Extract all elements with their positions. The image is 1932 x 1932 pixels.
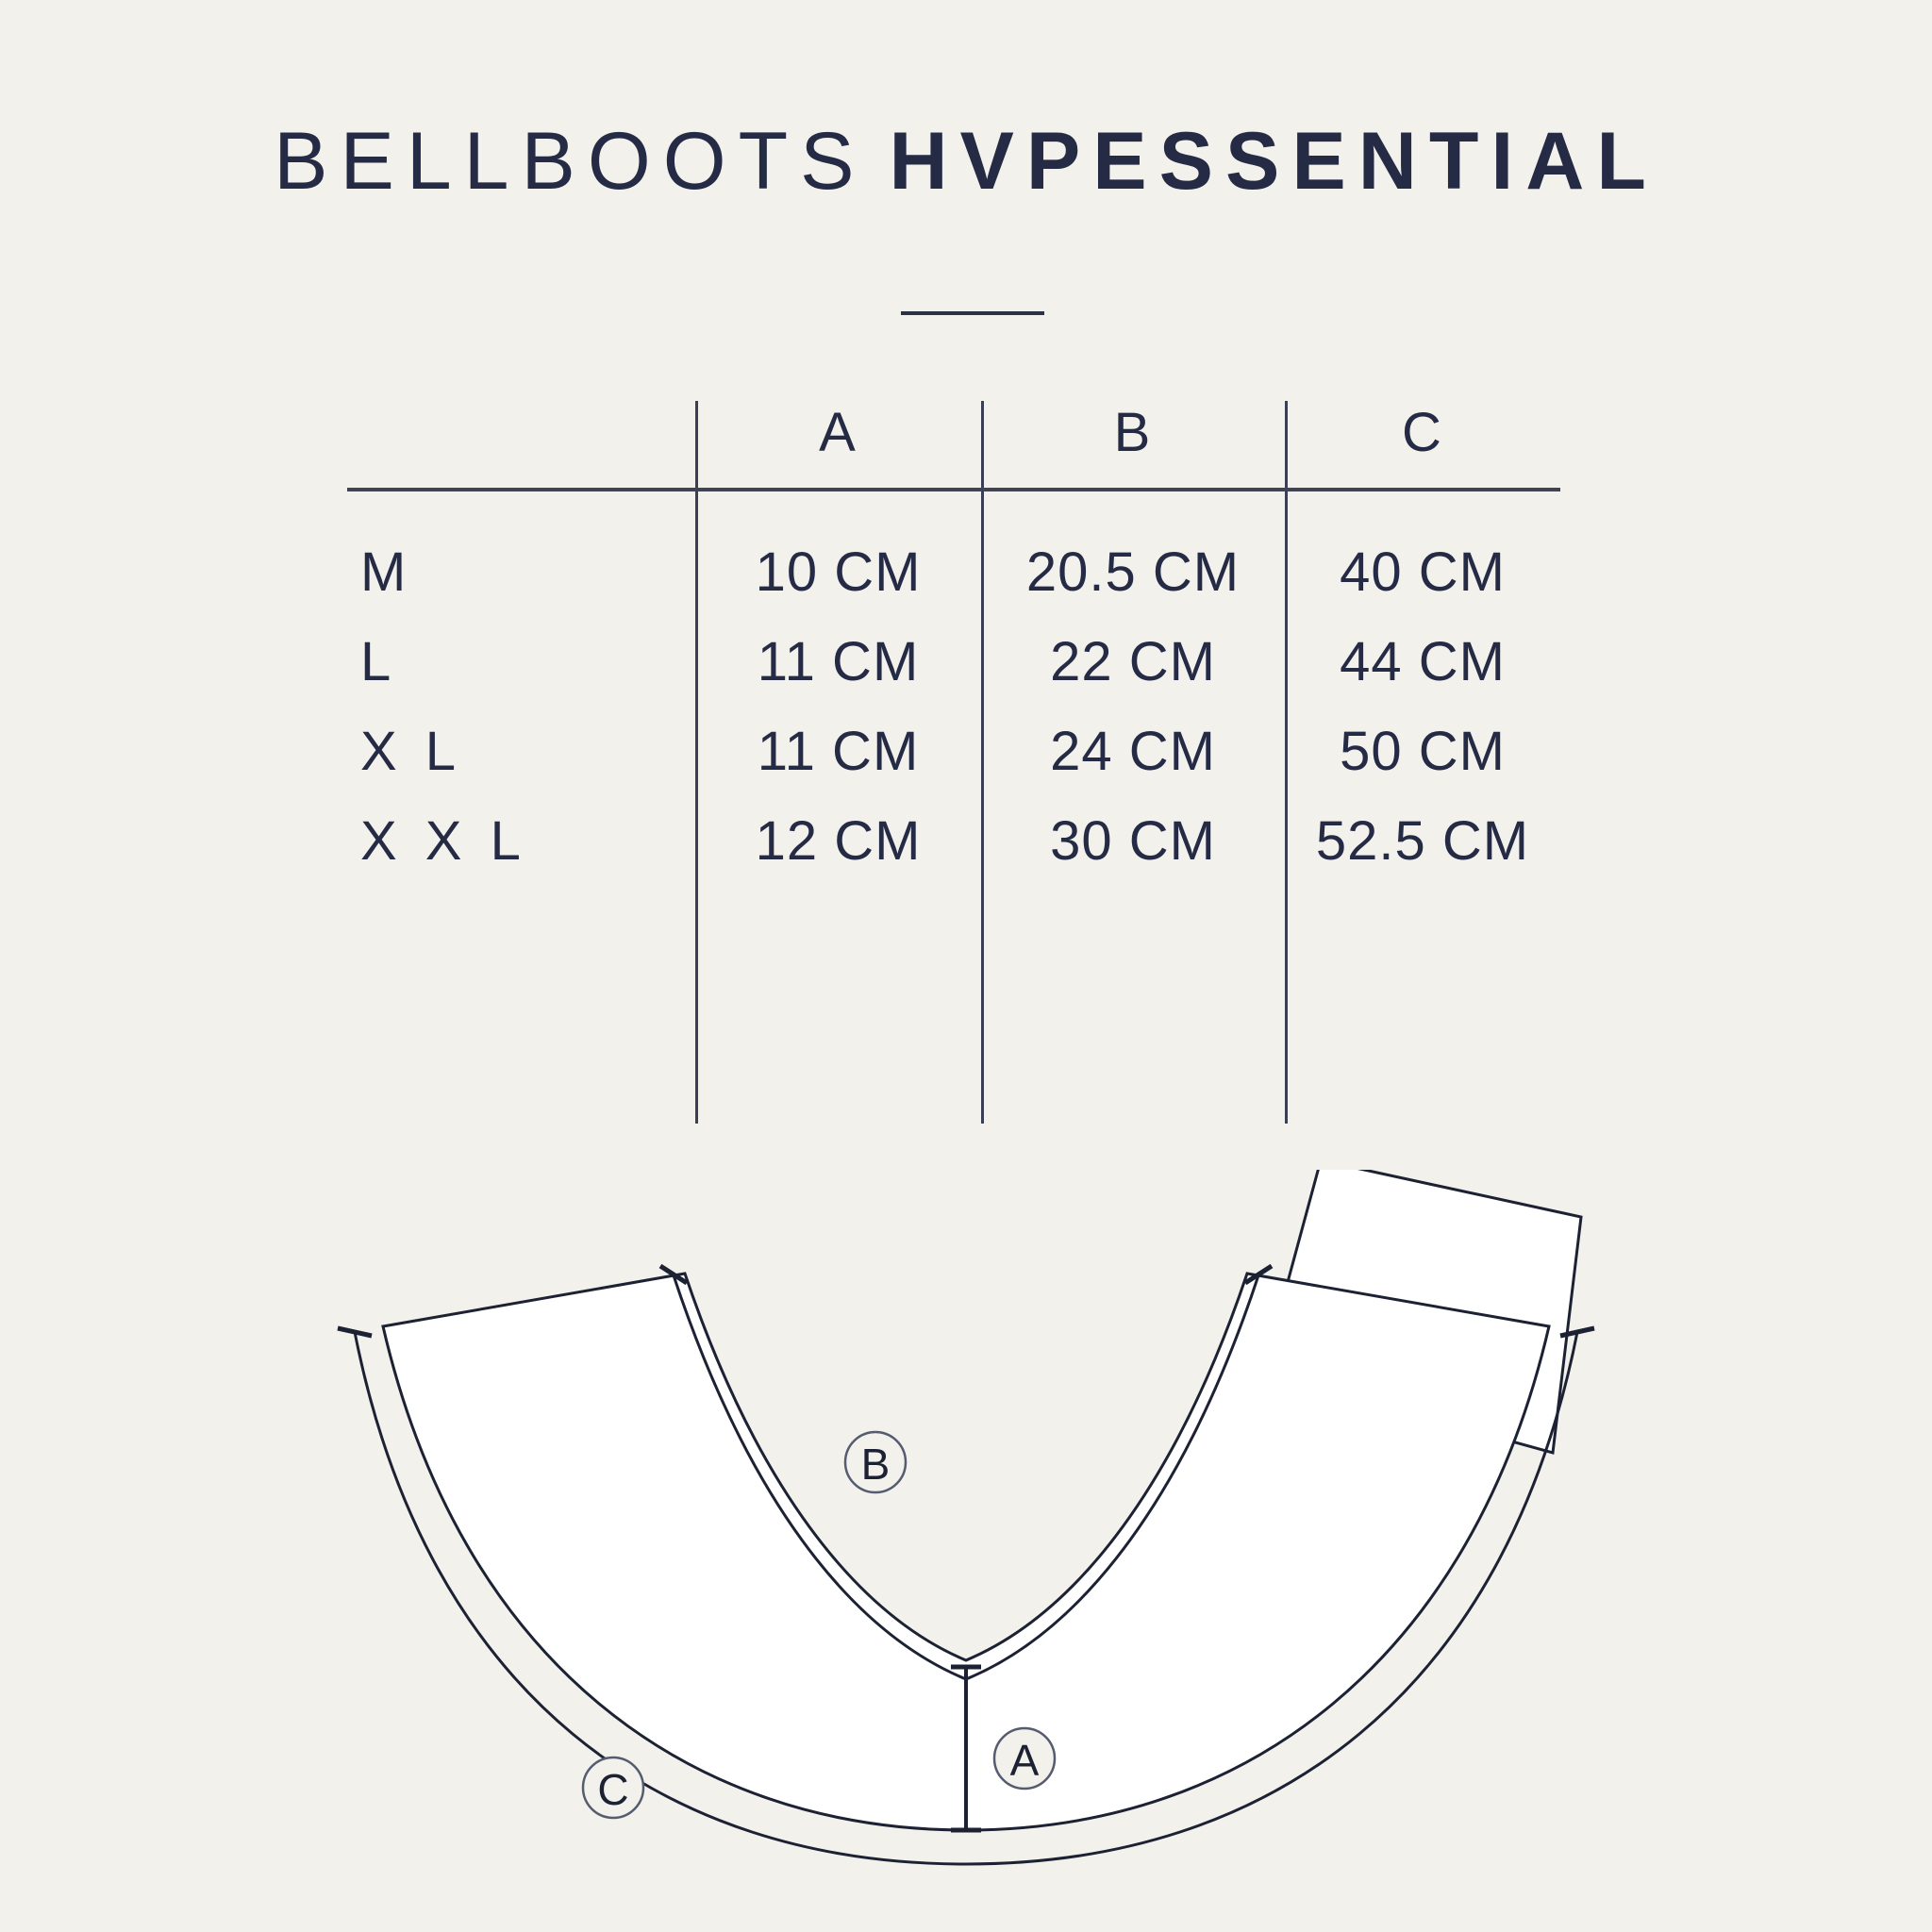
title-divider	[901, 311, 1044, 315]
title-model-word: HVPESSENTIAL	[889, 116, 1658, 207]
table-row-size: X L	[360, 721, 463, 782]
title-brand-word: BELLBOOTS	[274, 116, 867, 207]
label-badge-c: C	[581, 1756, 645, 1820]
badge-label-a: A	[1010, 1736, 1040, 1785]
table-column-divider	[695, 401, 698, 1124]
table-cell-a: 12 CM	[755, 810, 922, 872]
label-badge-a: A	[992, 1726, 1057, 1790]
table-cell-b: 30 CM	[1050, 810, 1216, 872]
table-row-size: X X L	[360, 810, 527, 872]
table-header-a: A	[819, 402, 858, 463]
table-cell-c: 50 CM	[1340, 721, 1506, 782]
table-cell-c: 52.5 CM	[1315, 810, 1530, 872]
table-cell-a: 11 CM	[757, 721, 920, 782]
table-row-size: M	[360, 541, 413, 603]
dimension-arc-c	[353, 1331, 1579, 1866]
page-title: BELLBOOTS HVPESSENTIAL	[0, 121, 1932, 202]
badge-circle-a	[992, 1726, 1057, 1790]
table-cell-c: 40 CM	[1340, 541, 1506, 603]
badge-label-c: C	[597, 1765, 628, 1814]
dimension-cap-b-right	[1243, 1263, 1274, 1286]
size-table: A B C M 10 CM 20.5 CM 40 CM L 11 CM 22 C…	[347, 377, 1560, 1132]
badge-label-b: B	[861, 1440, 891, 1489]
table-cell-b: 20.5 CM	[1025, 541, 1241, 603]
table-column-divider	[1285, 401, 1288, 1124]
label-badge-b: B	[843, 1430, 908, 1494]
dimension-cap-c-right	[1559, 1325, 1595, 1339]
table-column-divider	[981, 401, 984, 1124]
badge-circle-b	[843, 1430, 908, 1494]
table-row-size: L	[360, 631, 398, 692]
table-header-b: B	[1113, 402, 1153, 463]
table-cell-b: 22 CM	[1050, 631, 1216, 692]
badge-circle-c	[581, 1756, 645, 1820]
table-cell-c: 44 CM	[1340, 631, 1506, 692]
table-cell-a: 10 CM	[755, 541, 922, 603]
dimension-cap-b-left	[658, 1263, 689, 1286]
table-cell-a: 11 CM	[757, 631, 920, 692]
dimension-cap-c-left	[337, 1325, 373, 1339]
bell-boot-diagram: B A C	[0, 1170, 1932, 1932]
table-cell-b: 24 CM	[1050, 721, 1216, 782]
table-header-c: C	[1402, 402, 1443, 463]
table-header-rule	[347, 488, 1560, 491]
bell-boot-body-shape	[381, 1272, 1551, 1832]
